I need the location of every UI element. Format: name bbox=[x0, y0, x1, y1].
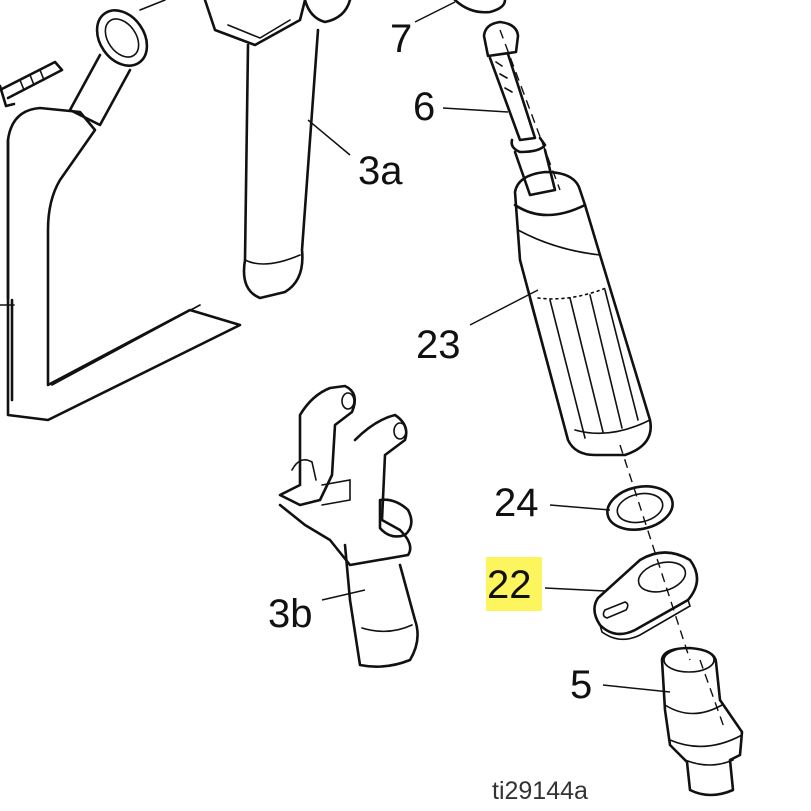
leader-6 bbox=[442, 107, 509, 113]
label-part-23: 23 bbox=[416, 323, 461, 367]
leader-5 bbox=[602, 684, 671, 693]
label-part-6: 6 bbox=[413, 85, 435, 129]
label-part-3a: 3a bbox=[358, 149, 403, 193]
label-part-7: 7 bbox=[390, 17, 412, 61]
needle-rod-6-part bbox=[482, 20, 557, 197]
leader-22 bbox=[544, 587, 606, 592]
swivel-ring-part bbox=[68, 0, 166, 127]
leader-23 bbox=[469, 289, 539, 326]
leader-3b bbox=[321, 589, 366, 601]
label-part-24: 24 bbox=[494, 481, 539, 525]
leader-7 bbox=[414, 1, 456, 23]
label-22-highlight bbox=[486, 557, 542, 611]
tab-plate-22-part bbox=[593, 551, 699, 641]
leader-24 bbox=[549, 504, 611, 511]
cartridge-23-part bbox=[513, 170, 652, 457]
label-part-5: 5 bbox=[570, 663, 592, 707]
label-part-3b: 3b bbox=[268, 592, 313, 636]
figure-reference: ti29144a bbox=[492, 777, 588, 805]
bolt-part bbox=[0, 60, 64, 108]
o-ring-24-part bbox=[606, 485, 674, 531]
leader-3a bbox=[307, 119, 351, 156]
frame-guard-part bbox=[0, 106, 242, 422]
label-part-22: 22 bbox=[487, 563, 532, 607]
washer-7-part bbox=[453, 0, 507, 14]
trigger-3b-part bbox=[278, 384, 419, 668]
handle-3a-part bbox=[203, 0, 352, 300]
fitting-5-part bbox=[660, 646, 744, 797]
